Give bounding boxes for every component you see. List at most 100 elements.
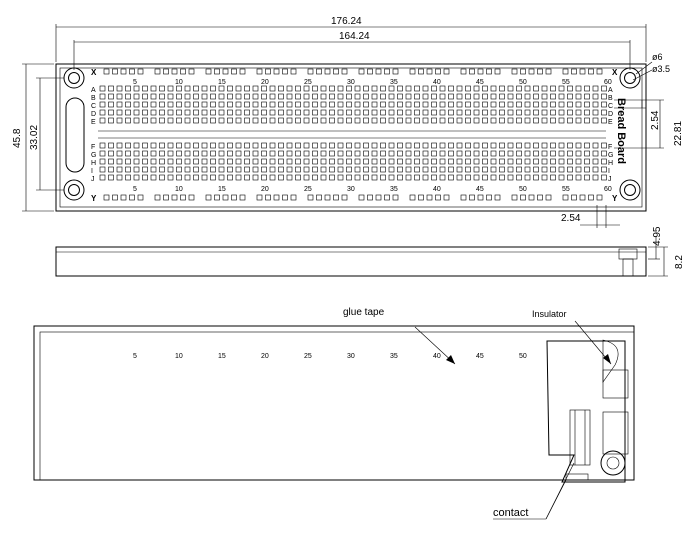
rail-label-y-right: Y: [612, 194, 618, 203]
rail-hole: [435, 194, 441, 201]
hole: [550, 117, 556, 124]
top-view: X X Y Y A B C D E F G H I J A B C D E F …: [12, 16, 684, 228]
hole: [405, 85, 412, 92]
hole: [99, 158, 106, 165]
hole: [337, 150, 344, 157]
hole: [541, 85, 548, 92]
hole: [567, 174, 573, 181]
hole: [473, 85, 480, 92]
board-inner-outline: [59, 67, 643, 208]
hole: [533, 142, 539, 149]
hole: [558, 142, 565, 149]
hole: [422, 150, 429, 157]
column-number: 10: [175, 353, 183, 360]
hole: [295, 174, 301, 181]
hole: [567, 93, 573, 100]
hole: [533, 150, 539, 157]
hole: [235, 174, 242, 181]
hole: [397, 142, 403, 149]
hole: [516, 158, 522, 165]
hole: [278, 166, 284, 173]
hole: [167, 174, 174, 181]
rail-hole: [494, 68, 501, 75]
hole: [405, 117, 412, 124]
hole: [210, 142, 216, 149]
rail-hole: [265, 194, 271, 201]
hole: [541, 174, 548, 181]
hole: [414, 142, 420, 149]
rail-hole: [180, 68, 186, 75]
rail-hole: [222, 68, 229, 75]
hole: [184, 85, 191, 92]
hole: [575, 158, 582, 165]
hole: [558, 109, 565, 116]
rail-hole: [239, 194, 246, 201]
hole: [125, 166, 131, 173]
rail-hole: [282, 194, 288, 201]
hole: [490, 101, 497, 108]
hole: [465, 150, 471, 157]
hole: [286, 117, 293, 124]
rail-label-x-right: X: [612, 68, 618, 77]
hole: [167, 85, 174, 92]
rail-hole: [290, 68, 297, 75]
column-number: 25: [304, 79, 312, 86]
hole: [201, 166, 208, 173]
hole: [320, 150, 327, 157]
row-label-c: C: [91, 103, 96, 110]
hole: [269, 174, 276, 181]
hole: [252, 109, 259, 116]
hole: [448, 158, 454, 165]
rail-hole: [265, 68, 271, 75]
rail-hole: [392, 68, 399, 75]
hole: [286, 150, 293, 157]
hole: [244, 158, 250, 165]
hole: [507, 142, 514, 149]
hole: [320, 174, 327, 181]
hole: [184, 174, 191, 181]
hole: [286, 174, 293, 181]
contact-strip: [569, 409, 591, 466]
hole: [201, 85, 208, 92]
hole: [337, 142, 344, 149]
hole: [371, 109, 378, 116]
rail-hole: [460, 194, 467, 201]
hole: [167, 101, 174, 108]
rail-hole: [443, 194, 450, 201]
hole: [439, 174, 446, 181]
hole: [329, 142, 335, 149]
hole: [108, 158, 114, 165]
hole: [499, 85, 505, 92]
hole-grid: [99, 68, 607, 201]
hole: [159, 142, 165, 149]
hole: [269, 93, 276, 100]
rail-hole: [562, 68, 569, 75]
hole: [108, 142, 114, 149]
hole: [227, 142, 233, 149]
row-label-e: E: [91, 119, 96, 126]
hole: [380, 174, 386, 181]
hole: [380, 142, 386, 149]
hole: [235, 109, 242, 116]
hole: [218, 85, 225, 92]
rail-hole: [214, 68, 220, 75]
hole: [303, 109, 310, 116]
row-label-h-right: H: [608, 160, 613, 167]
hole: [524, 93, 531, 100]
hole: [533, 93, 539, 100]
hole: [371, 174, 378, 181]
rail-hole: [367, 194, 373, 201]
rail-hole: [528, 194, 535, 201]
rail-hole: [154, 68, 161, 75]
hole: [584, 85, 590, 92]
rail-hole: [579, 194, 586, 201]
hole: [541, 142, 548, 149]
hole: [133, 109, 140, 116]
hole: [499, 117, 505, 124]
hole: [312, 166, 318, 173]
hole: [125, 93, 131, 100]
hole: [541, 109, 548, 116]
hole: [269, 117, 276, 124]
hole: [354, 101, 361, 108]
hole: [303, 142, 310, 149]
